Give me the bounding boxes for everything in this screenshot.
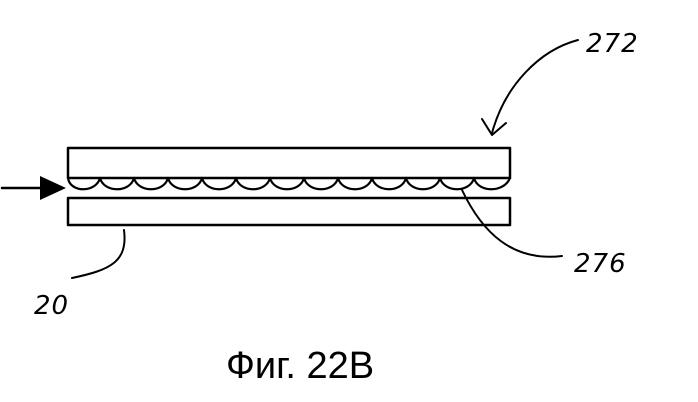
label-276: 276 — [574, 249, 627, 279]
leader-276 — [462, 190, 562, 257]
top-layer — [68, 148, 510, 178]
leader-20 — [72, 230, 125, 278]
bottom-layer — [68, 198, 510, 225]
figure-caption: Фиг. 22B — [226, 345, 374, 387]
input-arrow — [2, 176, 66, 200]
label-20: 20 — [34, 291, 69, 321]
leader-272 — [482, 40, 578, 135]
lens-array — [68, 178, 510, 189]
label-272: 272 — [586, 29, 639, 59]
